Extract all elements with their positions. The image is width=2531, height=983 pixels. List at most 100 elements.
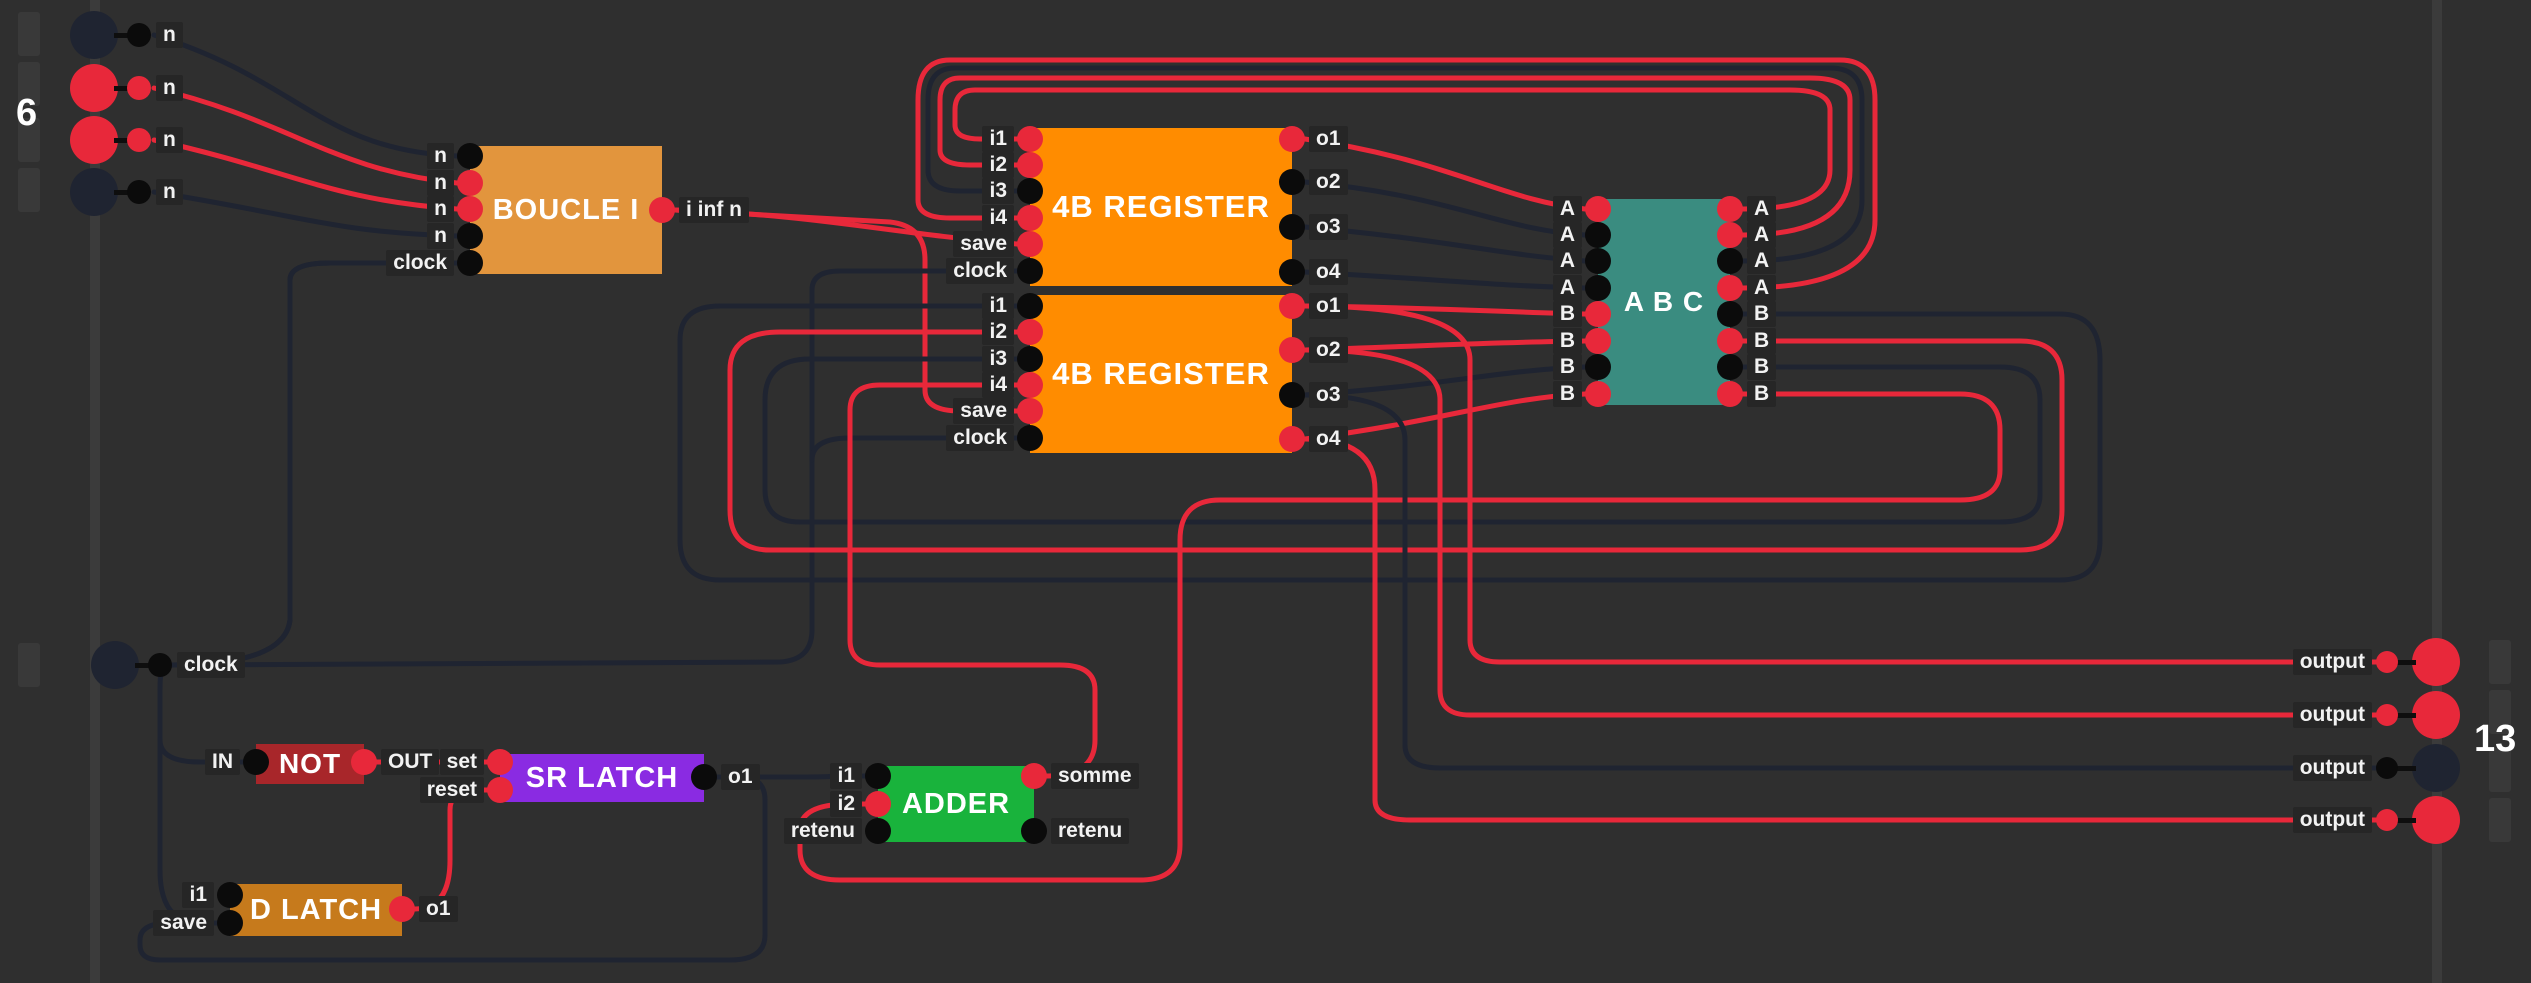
input-pin[interactable] [1017, 178, 1043, 204]
input-pin[interactable] [1017, 425, 1043, 451]
chip-d-latch[interactable]: D LATCH [230, 884, 402, 936]
wire-inactive[interactable] [1302, 392, 2379, 771]
input-pin[interactable] [865, 763, 891, 789]
input-node[interactable] [70, 11, 118, 59]
input-handle-tab[interactable] [18, 168, 40, 212]
output-handle-tab[interactable] [2489, 690, 2511, 734]
input-pin[interactable] [1585, 354, 1611, 380]
output-node[interactable] [2412, 691, 2460, 739]
output-handle-tab[interactable] [2489, 640, 2511, 684]
input-node-pin[interactable] [148, 653, 172, 677]
output-pin[interactable] [1717, 381, 1743, 407]
wire-inactive[interactable] [151, 32, 460, 159]
wire-inactive[interactable] [157, 662, 246, 765]
chip-register-top[interactable]: 4B REGISTER [1030, 128, 1292, 286]
output-pin[interactable] [1279, 382, 1305, 408]
output-pin[interactable] [1279, 259, 1305, 285]
input-handle-tab[interactable] [18, 62, 40, 106]
input-handle-tab[interactable] [18, 643, 40, 687]
wire-active[interactable] [151, 85, 460, 186]
input-node-pin[interactable] [127, 128, 151, 152]
output-pin[interactable] [1279, 214, 1305, 240]
output-pin[interactable] [1717, 196, 1743, 222]
input-pin[interactable] [1017, 293, 1043, 319]
input-pin[interactable] [487, 777, 513, 803]
wire-active[interactable] [151, 137, 460, 212]
input-pin[interactable] [1585, 196, 1611, 222]
output-pin[interactable] [1717, 354, 1743, 380]
input-node-pin[interactable] [127, 180, 151, 204]
input-pin[interactable] [1585, 328, 1611, 354]
input-pin[interactable] [457, 143, 483, 169]
input-pin[interactable] [1585, 248, 1611, 274]
output-pin[interactable] [649, 197, 675, 223]
output-pin[interactable] [1279, 293, 1305, 319]
input-pin[interactable] [865, 791, 891, 817]
wire-active[interactable] [1302, 436, 2379, 823]
input-pin[interactable] [1585, 222, 1611, 248]
output-pin[interactable] [1279, 426, 1305, 452]
output-pin[interactable] [1717, 275, 1743, 301]
input-pin[interactable] [1017, 231, 1043, 257]
chip-adder[interactable]: ADDER [878, 766, 1034, 842]
output-pin[interactable] [1717, 222, 1743, 248]
input-node[interactable] [70, 168, 118, 216]
wire-inactive[interactable] [762, 356, 2043, 525]
output-node-pin[interactable] [2376, 809, 2398, 831]
input-pin[interactable] [457, 170, 483, 196]
input-node-pin[interactable] [127, 23, 151, 47]
wire-active[interactable] [727, 329, 2065, 553]
input-pin[interactable] [1585, 275, 1611, 301]
output-pin[interactable] [1021, 763, 1047, 789]
wire-active[interactable] [915, 57, 1878, 291]
input-node[interactable] [70, 116, 118, 164]
input-node[interactable] [91, 641, 139, 689]
output-pin[interactable] [389, 896, 415, 922]
output-node-pin[interactable] [2376, 704, 2398, 726]
output-pin[interactable] [1021, 818, 1047, 844]
wire-active[interactable] [937, 75, 1853, 238]
input-pin[interactable] [457, 250, 483, 276]
chip-abc[interactable]: A B C [1598, 199, 1730, 405]
wire-inactive[interactable] [677, 303, 2103, 583]
output-node-pin[interactable] [2376, 757, 2398, 779]
input-pin[interactable] [1017, 205, 1043, 231]
wire-active[interactable] [672, 207, 1020, 414]
wire-active[interactable] [1302, 303, 2379, 665]
input-pin[interactable] [457, 223, 483, 249]
output-pin[interactable] [1279, 169, 1305, 195]
input-pin[interactable] [487, 749, 513, 775]
input-pin[interactable] [1017, 258, 1043, 284]
output-pin[interactable] [1717, 248, 1743, 274]
wire-active[interactable] [952, 87, 1833, 212]
input-pin[interactable] [1017, 152, 1043, 178]
wire-inactive[interactable] [925, 65, 1865, 264]
output-pin[interactable] [1717, 328, 1743, 354]
input-pin[interactable] [1585, 301, 1611, 327]
wire-active[interactable] [1302, 347, 2379, 718]
output-node[interactable] [2412, 638, 2460, 686]
output-handle-tab[interactable] [2489, 748, 2511, 792]
output-handle-tab[interactable] [2489, 798, 2511, 842]
input-pin[interactable] [1017, 126, 1043, 152]
output-node[interactable] [2412, 796, 2460, 844]
wire-inactive[interactable] [169, 260, 460, 668]
input-pin[interactable] [457, 196, 483, 222]
input-handle-tab[interactable] [18, 12, 40, 56]
input-pin[interactable] [217, 882, 243, 908]
output-node[interactable] [2412, 744, 2460, 792]
output-pin[interactable] [1717, 301, 1743, 327]
wire-active[interactable] [847, 382, 1098, 779]
chip-boucle[interactable]: BOUCLE I [470, 146, 662, 274]
input-pin[interactable] [217, 910, 243, 936]
output-node-pin[interactable] [2376, 651, 2398, 673]
input-handle-tab[interactable] [18, 118, 40, 162]
wire-inactive[interactable] [169, 260, 460, 668]
chip-sr-latch[interactable]: SR LATCH [500, 754, 704, 802]
wire-inactive[interactable] [137, 774, 768, 963]
input-pin[interactable] [865, 818, 891, 844]
input-pin[interactable] [1585, 381, 1611, 407]
chip-not[interactable]: NOT [256, 744, 364, 784]
input-pin[interactable] [1017, 319, 1043, 345]
